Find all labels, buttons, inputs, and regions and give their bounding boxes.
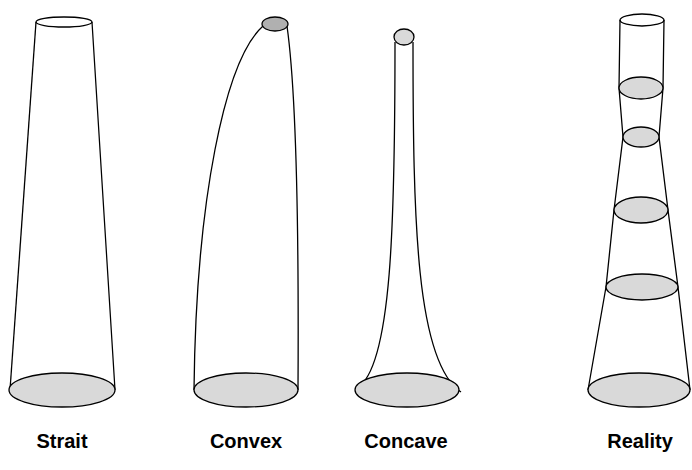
shape-label: Concave: [364, 430, 447, 453]
top-ellipse: [620, 14, 664, 26]
concave-side: [413, 42, 461, 392]
ring-ellipse: [614, 197, 668, 223]
shape-label: Convex: [210, 430, 282, 453]
ring-ellipse: [606, 274, 678, 300]
concave-side: [357, 42, 395, 388]
top-ellipse: [262, 17, 288, 31]
base-ellipse: [9, 373, 115, 407]
top-ellipse: [36, 17, 92, 27]
ring-ellipse: [619, 77, 663, 99]
cone-side: [10, 22, 36, 390]
base-ellipse: [355, 373, 459, 407]
top-ellipse: [394, 29, 414, 45]
convex-side: [287, 26, 298, 390]
convex-side: [194, 26, 263, 390]
cone-side: [92, 22, 115, 390]
base-ellipse: [194, 373, 298, 407]
shape-label: Reality: [607, 430, 673, 453]
base-ellipse: [588, 373, 690, 407]
shape-label: Strait: [36, 430, 87, 453]
ring-ellipse: [623, 127, 659, 147]
